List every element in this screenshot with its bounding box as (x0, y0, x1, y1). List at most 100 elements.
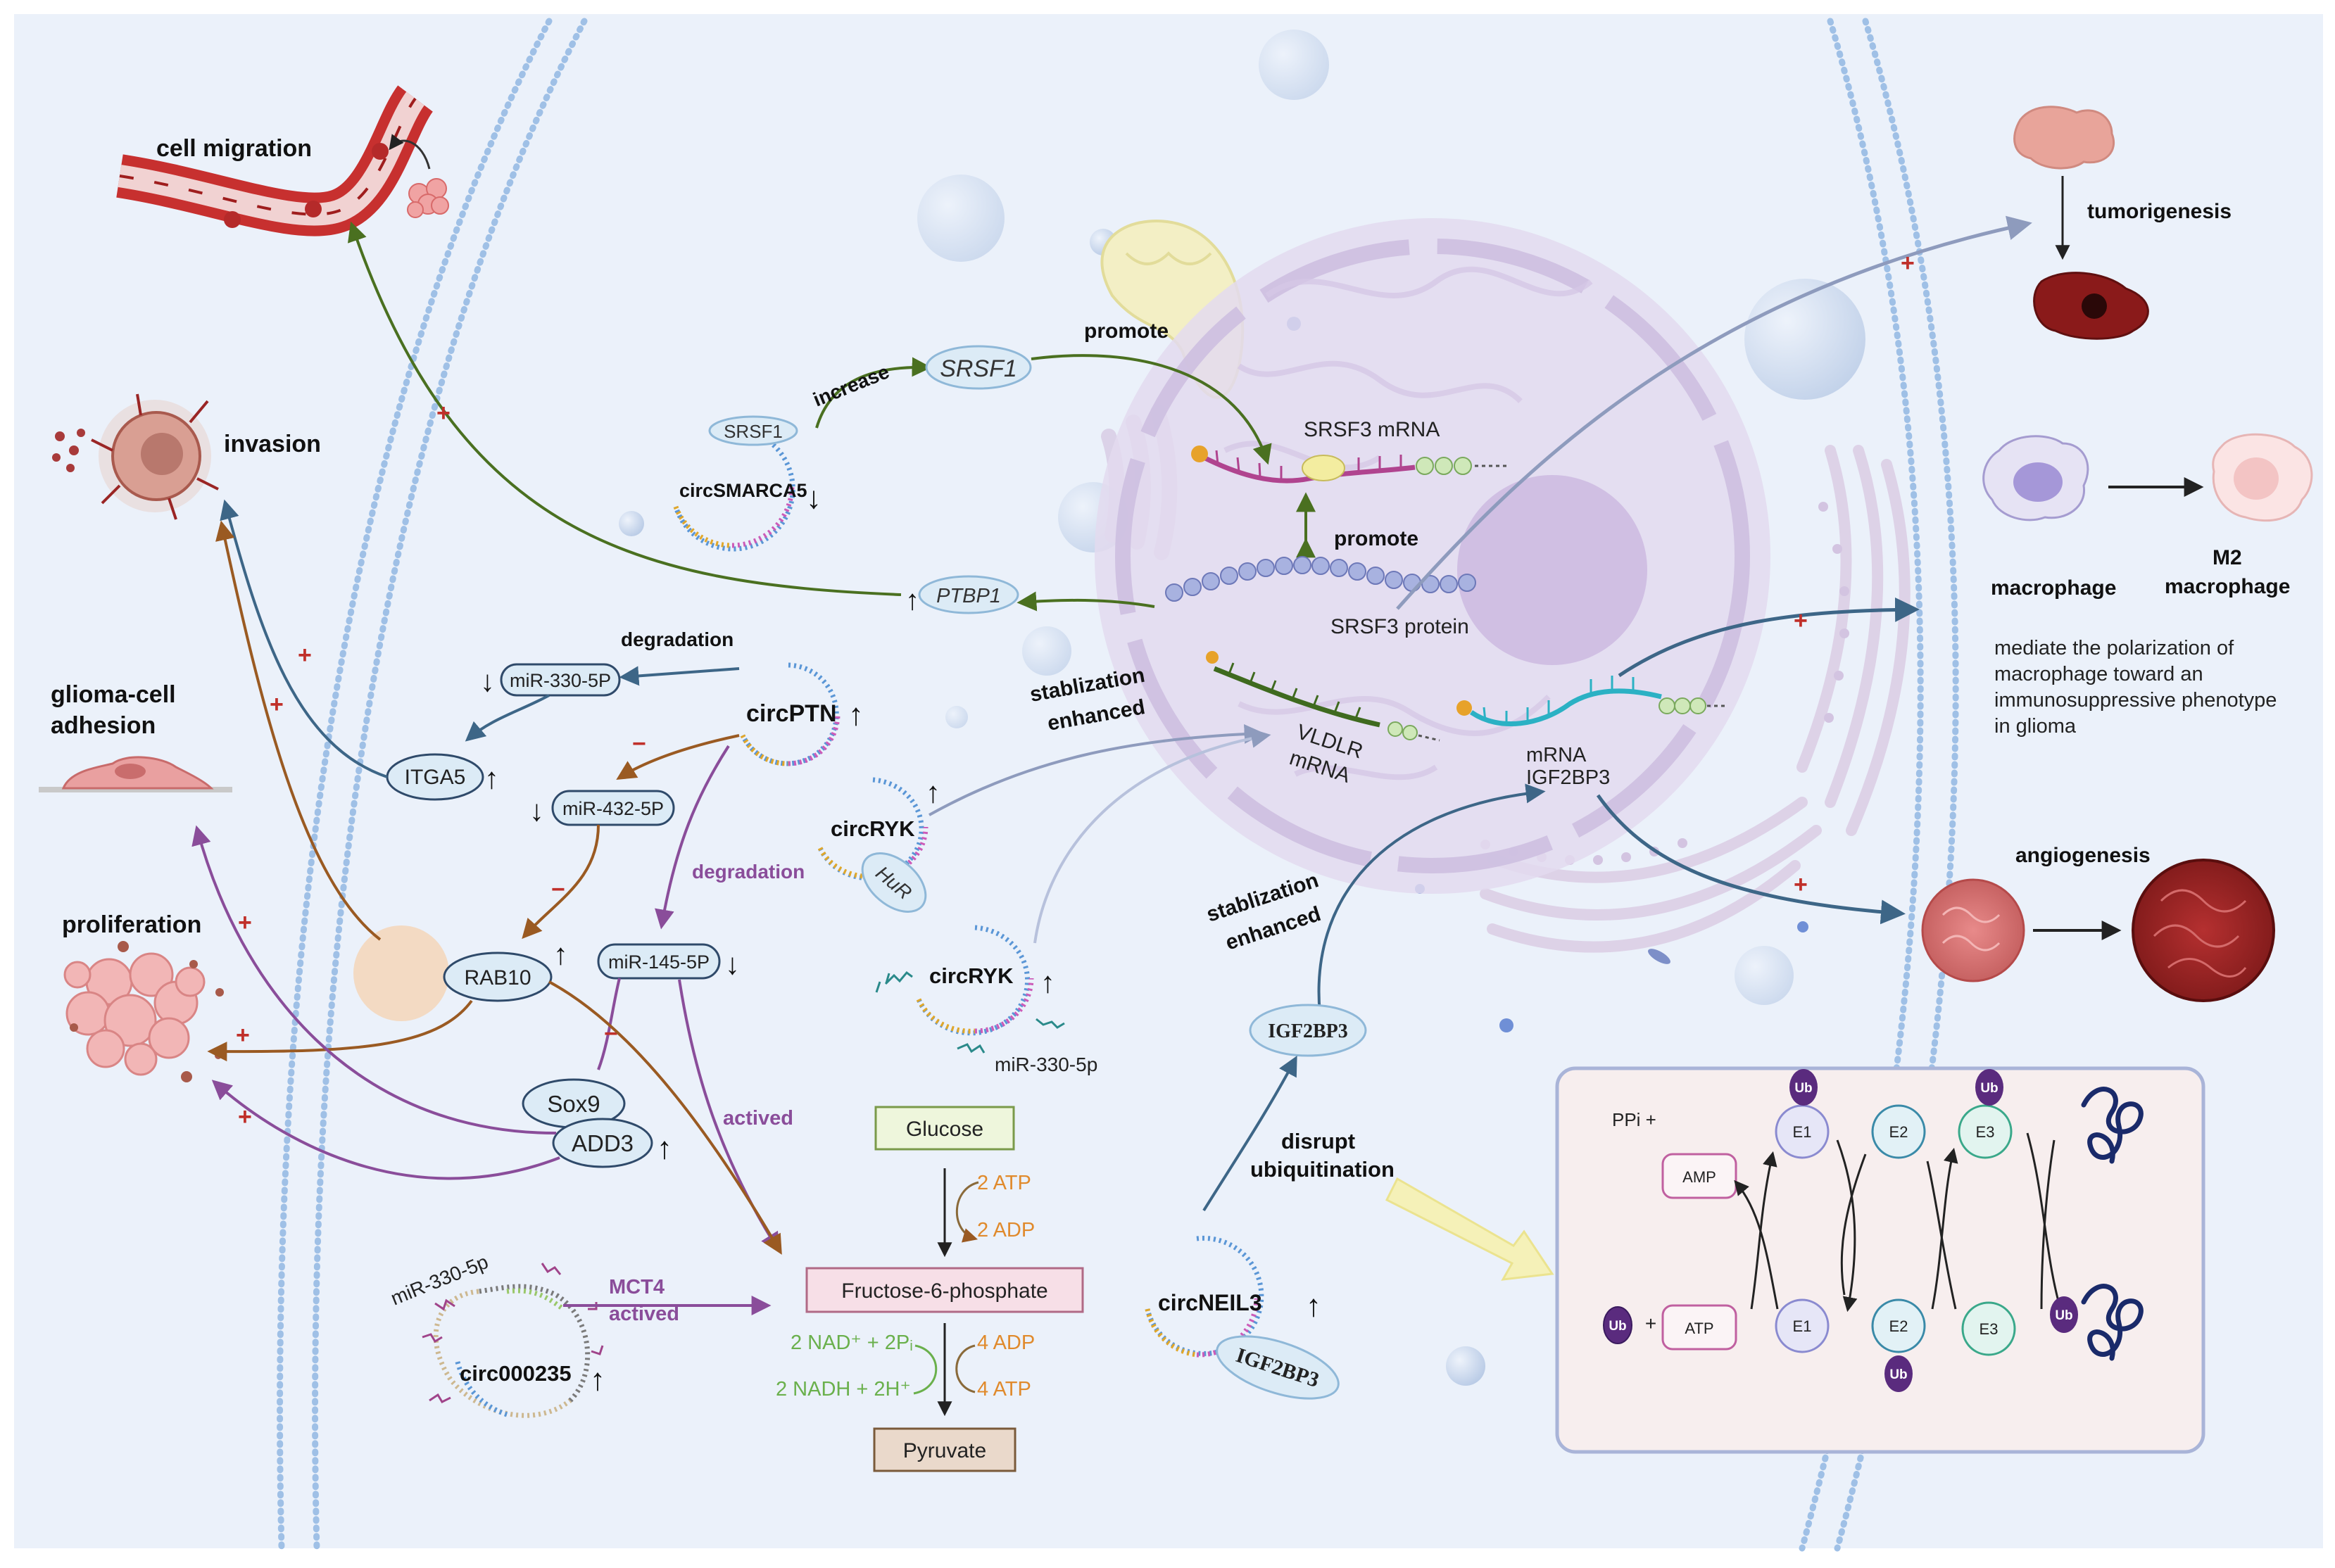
e2-bottom-label: E2 (1889, 1317, 1908, 1335)
hur-pill (861, 852, 927, 913)
adp4-label: 4 ADP (977, 1332, 1035, 1354)
polarization-text-1: mediate the polarization of (1994, 637, 2234, 659)
mir432-pill (551, 790, 675, 826)
ptbp1-arrow (1017, 591, 1155, 612)
m2-macrophage-label-2: macrophage (2165, 575, 2290, 598)
polarization-text-3: immunosuppressive phenotype (1994, 689, 2277, 712)
circ000235-label: circ000235 (460, 1361, 572, 1386)
igf2bp3-protein-pill (1249, 1004, 1367, 1057)
amp-label: AMP (1682, 1168, 1716, 1186)
rab10-label: RAB10 (464, 966, 531, 990)
itga5-up-sign: ↑ (484, 761, 499, 795)
circneil3-to-igf2bp3-arrow (1202, 1056, 1297, 1212)
rab10-pill (443, 951, 553, 1002)
circptn-ring (740, 662, 841, 766)
e2-top (1871, 1104, 1926, 1159)
mir432-to-rab10-arrow (522, 824, 600, 940)
ub-start-label: Ub (1609, 1319, 1626, 1334)
ub-e2-bottom-label: Ub (1889, 1367, 1907, 1382)
mct4-actived-label: actived (609, 1303, 679, 1325)
mir145-pill (597, 943, 721, 980)
macrophage-icon (1982, 433, 2313, 522)
atp-adp-curve-1 (955, 1181, 979, 1243)
circryk-ring-2 (916, 925, 1034, 1036)
mir432-down-sign: ↓ (529, 794, 544, 827)
invasion-cell-icon (52, 393, 219, 520)
blood-vessel-icon (116, 85, 449, 236)
mir330-label: miR-330-5P (510, 670, 611, 691)
rab10-to-invasion-arrow (215, 520, 382, 941)
nad-label: 2 NAD⁺ + 2Pᵢ (791, 1332, 913, 1354)
mct4-label: MCT4 (609, 1276, 665, 1298)
srsf1-pill (925, 345, 1032, 390)
e1-top (1775, 1104, 1830, 1159)
atp2-label: 2 ATP (977, 1172, 1031, 1194)
ppi-label: PPi + (1612, 1109, 1656, 1130)
add3-up-sign: ↑ (657, 1131, 672, 1165)
promote-label-2: promote (1334, 527, 1418, 550)
mir330-to-itga5-arrow (465, 694, 550, 742)
e2-top-label: E2 (1889, 1123, 1908, 1141)
igf2bp3-mrna-label-1: mRNA (1526, 744, 1587, 766)
e3-bottom (1961, 1301, 2016, 1356)
plus-sign-itga5: + (298, 642, 312, 669)
to-tumorigenesis-arrow (1396, 215, 2032, 610)
igf2bp3-bound-pill (1216, 1335, 1340, 1400)
promote-arrow-1 (1031, 354, 1272, 465)
ptbp1-up-sign: ↑ (905, 585, 919, 616)
srsf3-mrna-strand (1191, 445, 1506, 483)
add3-to-proliferation-arrow (211, 1080, 560, 1180)
amp-box (1661, 1153, 1737, 1199)
polarization-text-4: in glioma (1994, 715, 2077, 738)
mirna-strands-ryk (875, 970, 1065, 1054)
circ000235-ring (433, 1284, 591, 1418)
plus-sign-adhesion: + (238, 909, 252, 936)
e3-bottom-label: E3 (1980, 1320, 1999, 1338)
mirna-strands-circ000235 (422, 1263, 604, 1403)
angiogenesis-label: angiogenesis (2015, 844, 2151, 867)
rab10-actived-arrow (548, 980, 782, 1255)
glucose-label: Glucose (906, 1118, 983, 1141)
proliferation-dots (70, 941, 224, 1082)
circptn-label: circPTN (746, 700, 837, 727)
angiogenesis-icon (1921, 859, 2275, 1002)
circptn-to-mir145-arrow (655, 745, 730, 930)
glioma-adhesion-label-line1: glioma-cell (51, 681, 176, 708)
igf2bp3-protein-label: IGF2BP3 (1268, 1020, 1348, 1042)
itga5-to-invasion-arrow (220, 499, 388, 778)
ptbp1-pill (918, 575, 1019, 614)
f6p-label: Fructose-6-phosphate (841, 1279, 1048, 1303)
adp-atp-curve-2 (955, 1344, 976, 1393)
minus-sign-rab10: − (551, 876, 565, 903)
to-macrophage-arrow (1618, 597, 1920, 678)
sox9-label: Sox9 (547, 1091, 600, 1117)
tumor-cell-icon (2013, 106, 2149, 340)
ub-e1-top (1789, 1069, 1818, 1106)
sox9-to-adhesion-arrow (191, 825, 557, 1134)
promote-label-1: promote (1084, 320, 1169, 343)
igf2bp3-mrna-strand (1456, 676, 1728, 726)
circsmarca5-label: circSMARCA5 (679, 480, 807, 501)
degradation-label-1: degradation (621, 628, 734, 650)
ubiquitination-cycle-arrows (1734, 1132, 2067, 1320)
ub-e3-top-label: Ub (1980, 1081, 1998, 1096)
igf2bp3-stab-arrow (1317, 783, 1546, 1014)
circryk2-to-vldlr-arrow (1033, 728, 1271, 944)
to-angiogenesis-arrow (1596, 794, 1906, 925)
circptn-up-sign: ↑ (848, 697, 864, 732)
circsmarca5-down-sign: ↓ (806, 481, 822, 515)
circptn-to-mir330-arrow (619, 666, 740, 686)
circ000235-up-sign: ↑ (590, 1362, 605, 1397)
disrupt-label-2: ubiquitination (1250, 1157, 1395, 1182)
nucleus (1095, 218, 1770, 894)
plus-sign-rab10-proliferation: + (236, 1022, 250, 1049)
plus-sign-angiogenesis: + (1794, 871, 1808, 898)
add3-pill (552, 1118, 653, 1168)
circryk1-to-vldlr-arrow (929, 723, 1264, 816)
pyruvate-box (873, 1427, 1017, 1472)
rab10-glow (353, 925, 449, 1021)
srsf3-protein-label: SRSF3 protein (1330, 615, 1469, 638)
mir330-pill (500, 663, 621, 697)
f6p-box (805, 1267, 1084, 1313)
